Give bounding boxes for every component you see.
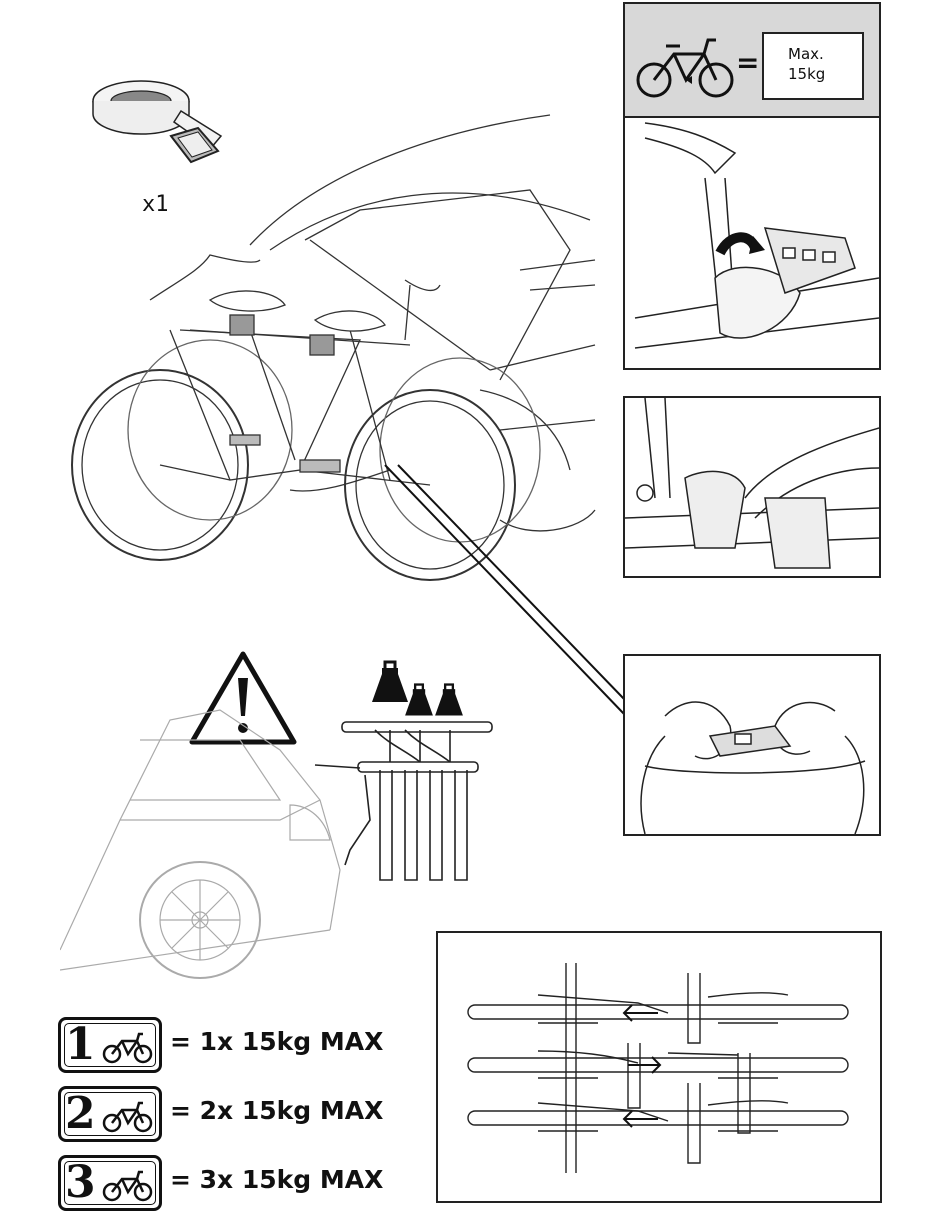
arrow-right-icon <box>628 1056 662 1074</box>
car-rear-rack-illustration <box>60 709 493 979</box>
max-value: 15kg <box>788 65 826 83</box>
bicycle-icon <box>102 1170 153 1202</box>
capacity-text: = 3x 15kg MAX <box>170 1165 384 1194</box>
capacity-text: = 1x 15kg MAX <box>170 1027 384 1056</box>
capacity-badge: 1 <box>58 1017 162 1073</box>
max-weight-box: Max. 15kg <box>762 32 864 100</box>
capacity-badge: 3 <box>58 1155 162 1211</box>
capacity-badge: 2 <box>58 1086 162 1142</box>
max-label: Max. <box>788 45 824 63</box>
strap-quantity: x1 <box>142 192 169 217</box>
capacity-rule-2: 2 = 2x 15kg MAX <box>58 1086 388 1142</box>
warning-icon <box>189 651 297 745</box>
capacity-rule-1: 1 = 1x 15kg MAX <box>58 1017 388 1073</box>
strap-icon <box>92 80 223 164</box>
bicycle-icon <box>636 38 734 98</box>
arrow-left-icon <box>622 1110 658 1128</box>
bike-arrangement-panel <box>436 931 882 1203</box>
clamp-frame-illustration <box>625 398 879 569</box>
arrow-left-icon <box>622 1004 658 1022</box>
capacity-number: 1 <box>65 1019 96 1070</box>
bicycle-icon <box>102 1032 153 1064</box>
capacity-text: = 2x 15kg MAX <box>170 1096 384 1125</box>
detail-pointer-line <box>384 464 626 716</box>
clamp-open-detail-panel <box>623 116 881 370</box>
clamp-open-illustration <box>634 122 879 349</box>
capacity-number: 3 <box>65 1157 96 1208</box>
strap-fasten-detail-panel <box>623 654 881 836</box>
strap-fasten-illustration <box>640 701 866 834</box>
weight-icon <box>372 660 408 702</box>
capacity-number: 2 <box>65 1088 96 1139</box>
car-with-bikes-illustration <box>71 114 596 581</box>
bike-arrangement-diagram <box>467 963 849 1173</box>
capacity-rule-3: 3 = 3x 15kg MAX <box>58 1155 388 1211</box>
weight-icon <box>405 683 433 716</box>
bicycle-icon <box>102 1101 153 1133</box>
weight-icon <box>435 683 463 716</box>
equals-sign: = <box>736 46 760 79</box>
clamp-frame-detail-panel <box>623 396 881 578</box>
